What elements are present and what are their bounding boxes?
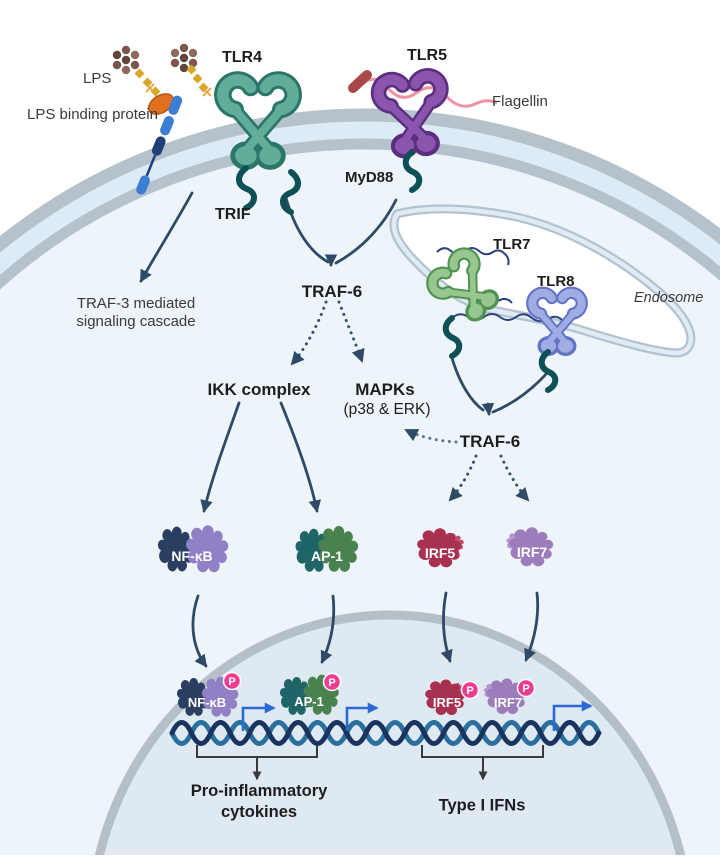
svg-text:P: P: [522, 683, 529, 695]
endosome-vesicle: [389, 204, 696, 358]
binding-sparkle: [145, 83, 212, 97]
phospho-badges: P P P P: [222, 671, 536, 700]
transcription-arrow: [552, 700, 593, 731]
tlr4-tir-tails: [236, 165, 301, 215]
transcription-arrows: [241, 700, 593, 731]
tlr7-label: TLR7: [493, 236, 531, 253]
arrow-ikk-to-nfkb: [200, 401, 241, 513]
irf5-protein: IRF5: [417, 528, 464, 568]
mapks-sub-label: (p38 & ERK): [343, 401, 431, 418]
arrow-irf7-to-nucleus: [524, 591, 540, 662]
lps-label: LPS: [83, 70, 112, 87]
myd88-tail: [402, 149, 423, 193]
lps-molecule: [170, 43, 198, 73]
nfkb-protein: NF-κB: [157, 525, 229, 573]
tlr7-tir-tail: [442, 315, 463, 359]
lps-sugar-chain: [186, 64, 209, 93]
nfkb-protein-nucleus: NF-κB: [176, 676, 239, 717]
arrow-traf6b-to-irf5: [448, 454, 478, 502]
arrow-tlr8-to-traf6: [491, 370, 550, 414]
cd14-coreceptor: [136, 95, 183, 195]
signal-arrows-solid: [139, 191, 550, 668]
arrow-ikk-to-ap1: [279, 401, 322, 513]
mapks-label: MAPKs: [355, 380, 415, 399]
arrow-trif-to-traf6: [284, 196, 330, 264]
phospho-badge: P: [516, 678, 536, 698]
phospho-badge: P: [322, 672, 342, 692]
irf7-protein: IRF7: [506, 527, 554, 567]
svg-text:P: P: [466, 685, 473, 697]
svg-text:IRF7: IRF7: [494, 695, 522, 710]
ap1-protein-nucleus: AP-1: [279, 674, 339, 715]
transcription-arrow: [241, 702, 276, 731]
svg-text:IRF5: IRF5: [433, 695, 461, 710]
arrow-trif-to-traf3: [139, 191, 194, 283]
lps-sugar-chain: [134, 68, 161, 97]
phospho-badge: P: [222, 671, 242, 691]
arrow-myd88-to-traf6: [334, 198, 398, 265]
bottom-margin: [0, 855, 720, 864]
gene-product-brackets: [196, 745, 544, 781]
lps-complex: [112, 43, 212, 195]
arrow-traf6b-to-mapks: [404, 428, 458, 444]
arrow-irf5-to-nucleus: [440, 591, 453, 663]
irf5-protein-nucleus: IRF5: [425, 679, 468, 716]
type-i-ifns-label: Type I IFNs: [438, 796, 526, 815]
lps-binding-protein-shape: [147, 93, 175, 115]
arrow-traf6-to-ikk: [290, 300, 328, 366]
ikk-complex-label: IKK complex: [207, 380, 311, 399]
irf5-label: IRF5: [425, 545, 456, 561]
svg-text:NF-κB: NF-κB: [188, 695, 226, 710]
svg-text:P: P: [328, 677, 335, 689]
traf6-upper-label: TRAF-6: [301, 282, 363, 301]
arrow-ap1-to-nucleus: [320, 594, 336, 664]
tlr5-label: TLR5: [407, 47, 447, 64]
flagellin-label: Flagellin: [492, 93, 548, 110]
svg-text:P: P: [228, 676, 235, 688]
traf6-lower-label: TRAF-6: [459, 432, 521, 451]
svg-text:AP-1: AP-1: [294, 694, 324, 709]
ap1-protein: AP-1: [295, 525, 359, 572]
trif-label: TRIF: [215, 206, 251, 223]
tlr8-label: TLR8: [537, 273, 575, 290]
endosome-label: Endosome: [634, 290, 704, 306]
transcription-arrow: [345, 702, 379, 731]
flagellin-cap: [348, 70, 372, 93]
lps-molecule: [112, 45, 140, 75]
signal-arrows-dashed: [290, 300, 530, 502]
tlr8-tir-tail: [538, 349, 559, 393]
tlr4-label: TLR4: [222, 49, 262, 66]
arrow-nfkb-to-nucleus: [191, 594, 208, 668]
nfkb-label: NF-κB: [171, 548, 212, 564]
irf7-protein-nucleus: IRF7: [483, 678, 527, 715]
irf7-label: IRF7: [517, 544, 548, 560]
arrow-traf6-to-mapks: [337, 300, 365, 363]
lps-binding-protein-label: LPS binding protein: [27, 106, 158, 123]
ap1-label: AP-1: [311, 548, 343, 564]
arrow-tlr7-to-traf6: [450, 356, 485, 412]
phospho-badge: P: [460, 680, 480, 700]
myd88-label: MyD88: [345, 169, 394, 186]
